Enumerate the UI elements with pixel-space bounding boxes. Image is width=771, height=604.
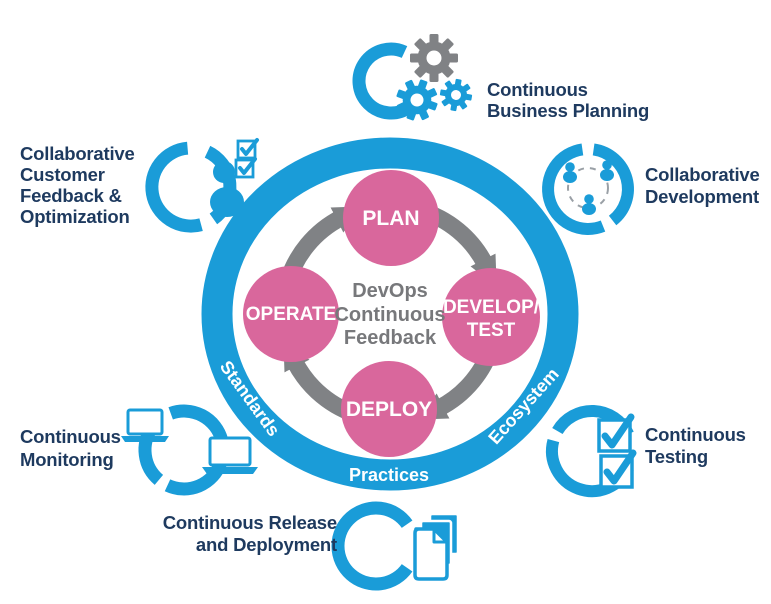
checkmark-icon [240,138,259,156]
operate-circle [243,266,339,362]
develop-test-label-line2: TEST [467,320,516,341]
team-cycle-icon [542,143,634,235]
satellite-continuous-monitoring: Continuous Monitoring [20,404,258,496]
develop-test-circle [442,268,540,366]
satellite-continuous-testing: Continuous Testing [546,405,746,498]
gear-blue-small-icon [437,76,475,114]
satellite-customer-feedback: Collaborative Customer Feedback & Optimi… [20,138,259,233]
center-title: DevOps Continuous Feedback [334,280,445,349]
continuous-testing-label-line1: Continuous [645,424,746,445]
checkmark-icon [601,413,635,449]
continuous-monitoring-label-line2: Monitoring [20,449,114,470]
collaborative-development-label-line2: Development [645,186,759,207]
continuous-monitoring-label-line1: Continuous [20,426,121,447]
checklist-cycle-icon [546,405,637,498]
deploy-circle [341,361,437,457]
business-planning-label-line1: Continuous [487,79,588,100]
main-cycle-ring: Standards Ecosystem Practices [201,137,579,491]
center-title-line2: Continuous [334,304,445,326]
checkmark-icon [603,449,637,485]
operate-label: OPERATE [246,304,336,325]
satellite-business-planning: Continuous Business Planning [352,34,649,127]
person-icon [563,162,577,183]
deploy-label: DEPLOY [346,398,432,421]
customer-feedback-label-line1: Collaborative [20,143,135,164]
satellite-release-deployment: Continuous Release and Deployment [163,501,460,591]
release-deployment-label-line1: Continuous Release [163,512,337,533]
laptops-cycle-icon [121,404,258,496]
customer-feedback-label-line3: Feedback & [20,185,122,206]
center-title-line1: DevOps [352,280,428,302]
continuous-testing-label-line2: Testing [645,446,708,467]
plan-label: PLAN [362,207,419,230]
gears-cycle-icon [352,34,475,127]
laptop-icon [202,436,258,474]
satellite-collaborative-development: Collaborative Development [542,143,760,235]
center-title-line3: Feedback [344,327,437,349]
customer-feedback-label-line4: Optimization [20,206,130,227]
plan-circle [343,170,439,266]
release-deployment-label-line2: and Deployment [196,534,337,555]
collaborative-development-label-line1: Collaborative [645,164,760,185]
customer-feedback-label-line2: Customer [20,164,105,185]
cycle-stage-circles: PLAN DEVELOP/ TEST DEPLOY OPERATE [243,170,540,457]
documents-cycle-icon [331,501,460,591]
customer-checklist-cycle-icon [145,138,259,233]
customer-person-icon [210,161,244,217]
checkmark-icon [238,157,257,175]
gear-gray-icon [410,34,458,82]
person-icon [582,194,596,215]
ring-label-practices: Practices [349,465,429,485]
business-planning-label-line2: Business Planning [487,100,649,121]
develop-test-label-line1: DEVELOP/ [443,297,540,318]
laptop-icon [121,408,169,442]
document-front-icon [413,527,449,581]
document-fold-icon [432,529,447,544]
